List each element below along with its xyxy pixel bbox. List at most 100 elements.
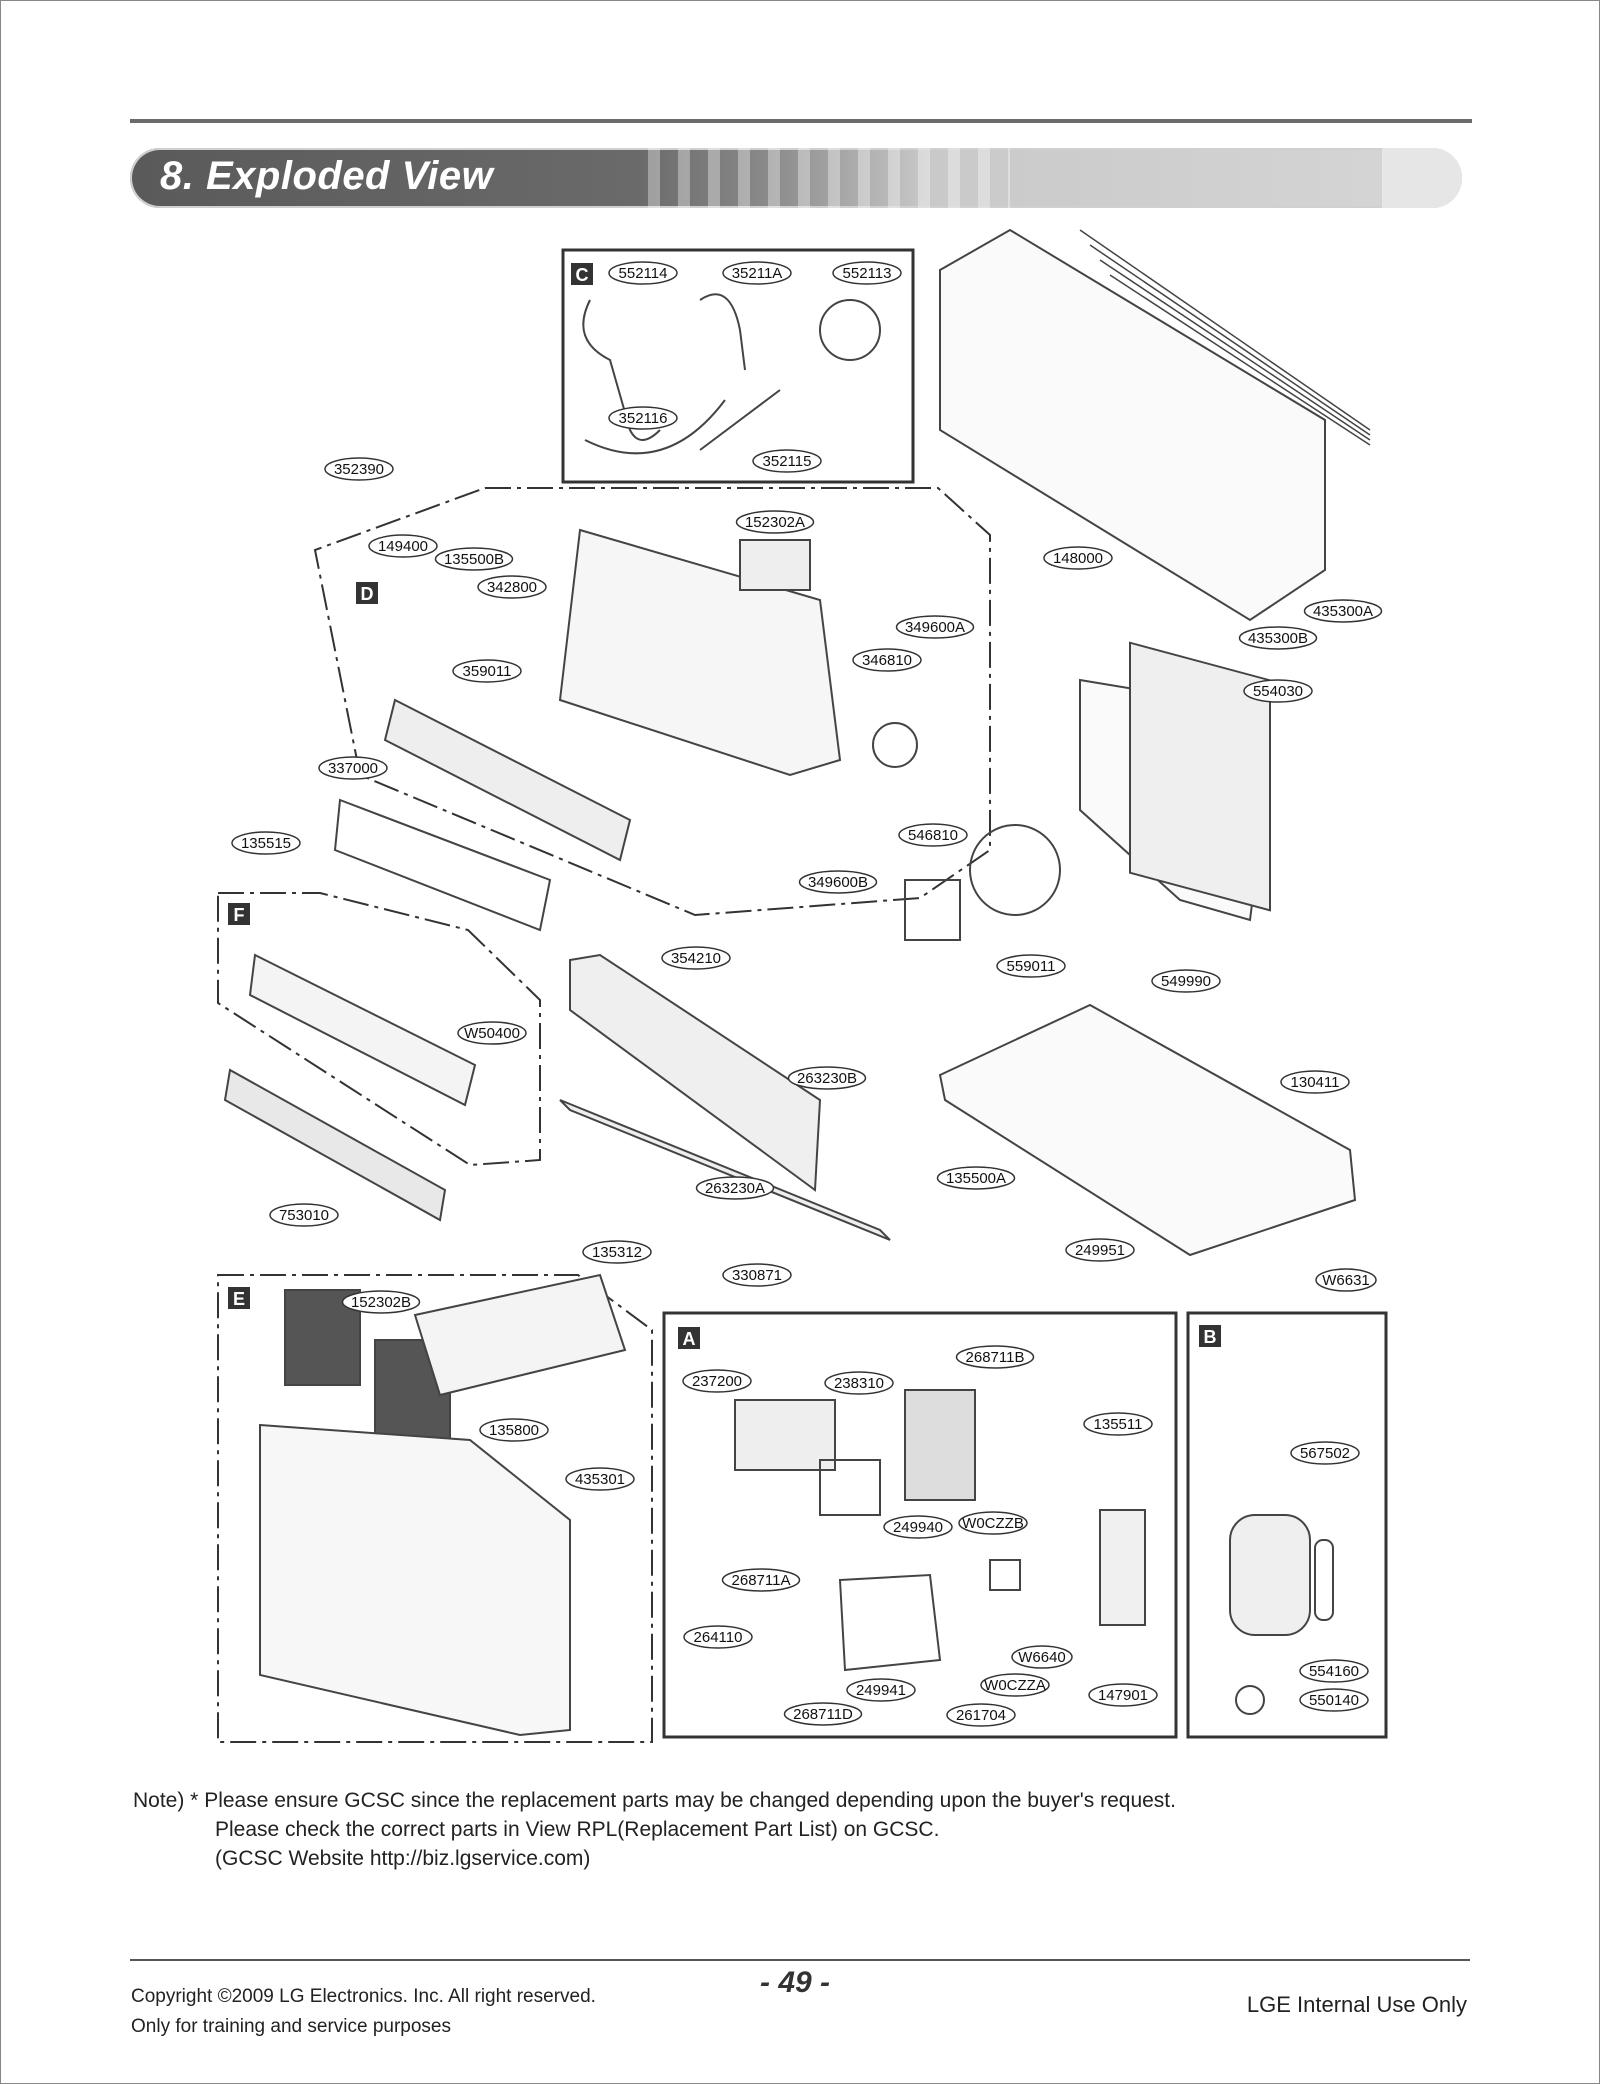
part-number-label: 554030 — [1253, 683, 1303, 700]
part-callout-bubble — [1299, 1688, 1369, 1712]
part-number-label: 249940 — [893, 1519, 943, 1536]
footer-rule — [130, 1959, 1470, 1961]
part-callout-bubble — [1299, 1659, 1369, 1683]
part-callout-bubble — [996, 954, 1066, 978]
part-number-label: 237200 — [692, 1373, 742, 1390]
part-number-label: 130411 — [1291, 1074, 1340, 1091]
tube-35211A — [699, 293, 746, 371]
part-callout-bubble — [1088, 1683, 1158, 1707]
heater-box — [248, 953, 477, 1107]
section-frame-a — [662, 1311, 1178, 1739]
part-callout-bubble — [980, 1673, 1050, 1697]
part-number-label: 249951 — [1075, 1242, 1125, 1259]
part-number-label: 337000 — [328, 760, 378, 777]
fan-motor-346810 — [872, 722, 918, 768]
part-number-label: 249941 — [856, 1682, 906, 1699]
part-number-label: 546810 — [908, 827, 958, 844]
footer-internal: LGE Internal Use Only — [1246, 1992, 1467, 2017]
part-number-label: 263230B — [797, 1070, 857, 1087]
part-number-label: 149400 — [378, 538, 428, 555]
part-callout-bubble — [946, 1703, 1016, 1727]
part-callout-bubble — [824, 1371, 894, 1395]
part-callout-bubble — [721, 1568, 801, 1592]
part-number-label: W50400 — [464, 1025, 520, 1042]
part-number-label: 152302A — [745, 514, 805, 531]
section-frame-e — [217, 1274, 653, 1743]
section-frame-c — [561, 248, 915, 484]
part-callout-bubble — [852, 648, 922, 672]
part-number-label: 135515 — [241, 835, 291, 852]
part-number-label: 147901 — [1098, 1687, 1148, 1704]
part-callout-bubble — [695, 1176, 775, 1200]
inlet-grille — [413, 1273, 627, 1397]
part-callout-bubble — [269, 1203, 339, 1227]
part-number-label: W0CZZB — [962, 1515, 1024, 1532]
part-callout-bubble — [1238, 626, 1318, 650]
part-callout-bubble — [457, 1021, 527, 1045]
part-callout-bubble — [722, 261, 792, 285]
part-callout-bubble — [683, 1625, 753, 1649]
part-callout-bubble — [898, 823, 968, 847]
part-number-label: 359011 — [463, 663, 512, 680]
rear-grille — [1079, 229, 1371, 446]
part-number-label: 135312 — [592, 1244, 642, 1261]
part-number-label: 552114 — [619, 265, 668, 282]
part-callout-bubble — [1065, 1238, 1135, 1262]
part-callout-bubble — [895, 615, 975, 639]
part-callout-bubble — [752, 449, 822, 473]
part-number-label: 435301 — [575, 1471, 625, 1488]
louver-337000 — [333, 798, 552, 932]
heater-753010 — [223, 1068, 447, 1222]
section-badge-f — [228, 903, 250, 925]
section-banner: 8. Exploded View — [130, 148, 1462, 208]
part-callout-bubble — [735, 510, 815, 534]
capillary-coil — [819, 299, 881, 361]
banner-endcap — [1382, 148, 1462, 208]
page-number: - 49 - — [760, 1966, 831, 1999]
part-callout-bubble — [434, 547, 514, 571]
base-pan-130411 — [938, 1003, 1357, 1257]
page-title: 8. Exploded View — [160, 154, 494, 198]
motor-546810 — [904, 879, 961, 941]
part-number-label: 352115 — [763, 453, 812, 470]
part-callout-bubble — [1083, 1412, 1153, 1436]
section-letter-d: D — [361, 584, 374, 604]
part-number-label: 349600B — [808, 874, 868, 891]
part-number-label: 148000 — [1053, 550, 1103, 567]
part-number-label: 352116 — [619, 410, 668, 427]
part-number-label: 268711D — [793, 1706, 853, 1723]
part-callout-bubble — [682, 1369, 752, 1393]
part-number-label: 567502 — [1300, 1445, 1350, 1462]
part-number-label: 263230A — [705, 1180, 765, 1197]
part-number-label: 330871 — [732, 1267, 782, 1284]
part-callout-bubble — [1043, 546, 1113, 570]
part-callout-bubble — [1315, 1268, 1377, 1292]
section-badge-e — [228, 1287, 250, 1309]
part-callout-bubble — [832, 261, 902, 285]
cross-flow-fan — [383, 698, 632, 862]
part-callout-bubble — [722, 1263, 792, 1287]
footer-copyright: Copyright ©2009 LG Electronics. Inc. All… — [131, 1986, 596, 2007]
part-callout-bubble — [955, 1345, 1035, 1369]
part-callout-bubble — [958, 1511, 1028, 1535]
part-callout-bubble — [1243, 679, 1313, 703]
part-callout-bubble — [452, 659, 522, 683]
part-callout-bubble — [479, 1418, 549, 1442]
section-letter-f: F — [234, 905, 245, 925]
tube-352115 — [699, 389, 781, 451]
part-number-label: 342800 — [487, 579, 537, 596]
section-letter-c: C — [576, 265, 589, 285]
part-number-label: 346810 — [862, 652, 912, 669]
footer-training: Only for training and service purposes — [131, 2016, 451, 2037]
section-letter-e: E — [233, 1289, 245, 1309]
part-number-label: 550140 — [1309, 1692, 1359, 1709]
grommet-550140 — [1235, 1685, 1265, 1715]
part-number-label: W0CZZA — [984, 1677, 1046, 1694]
display-238310 — [819, 1459, 881, 1516]
part-number-label: 264110 — [694, 1629, 743, 1646]
part-number-label: 549990 — [1161, 973, 1211, 990]
part-number-label: W6631 — [1322, 1272, 1370, 1289]
part-number-label: 435300B — [1248, 630, 1308, 647]
